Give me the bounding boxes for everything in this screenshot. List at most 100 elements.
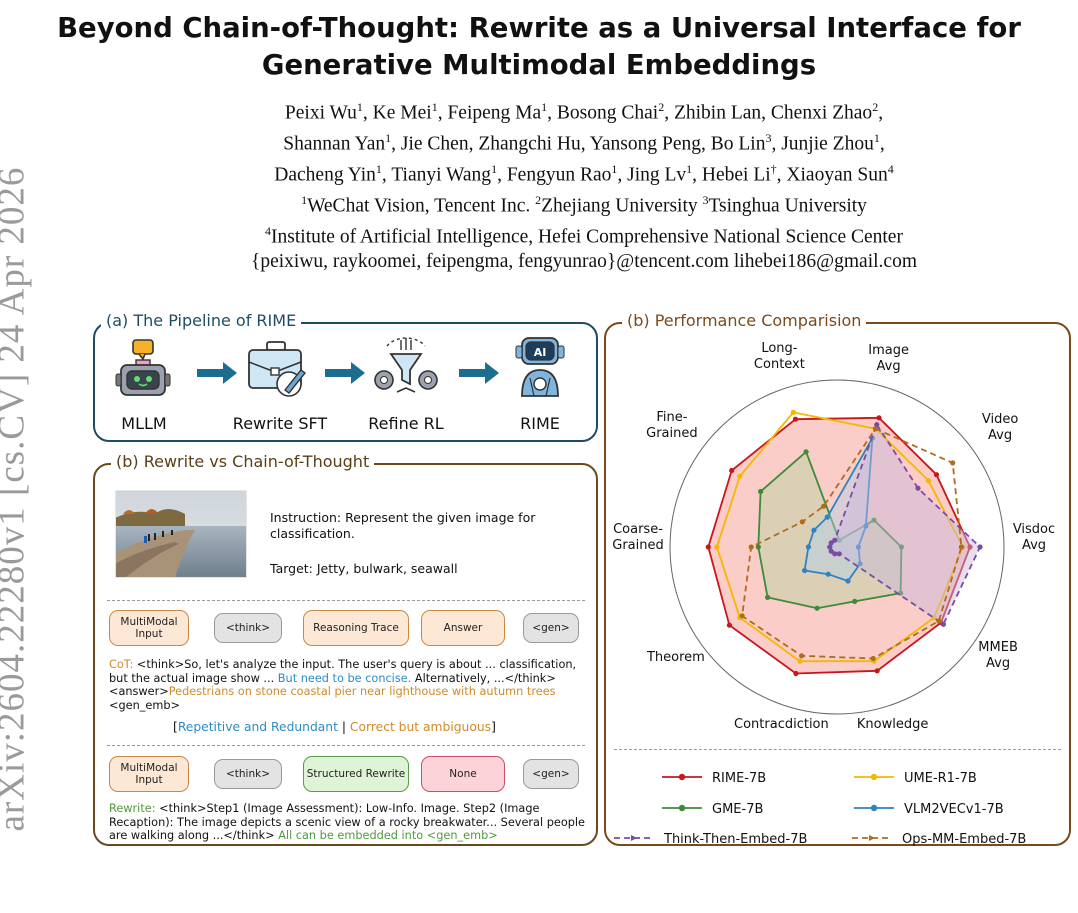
cot-text-part: Alternatively, ...</think><answer> [109,671,556,699]
arxiv-identifier: arXiv:2604.22280v1 [cs.CV] 24 Apr 2026 [0,166,33,832]
author-name: Junjie Zhou [781,133,874,155]
bracket: [ [173,720,178,734]
radar-series-layer [705,409,983,677]
affiliation-number: 1 [301,193,308,207]
radar-point [872,426,878,432]
affiliation-name: Tsinghua University [708,195,867,217]
radar-point [758,488,764,495]
pipeline-panel-title: (a) The Pipeline of RIME [101,311,302,330]
radar-point [845,578,851,584]
affiliation-name: Institute of Artificial Intelligence, He… [271,226,903,248]
cot-text-part: <think>So, let's analyze the input. The … [109,658,577,685]
step-label-refine-rl: Refine RL [368,414,444,433]
radar-point [799,519,805,525]
rewrite-example-text: Rewrite: <think>Step1 (Image Assessment)… [109,802,585,843]
performance-panel-title: (b) Performance Comparision [622,311,867,330]
radar-axis-label-line: MMEB [978,640,1018,655]
author-affiliation-marker: 4 [887,162,894,176]
radar-axis-label: Coarse-Grained [612,522,664,553]
ai-robot-icon: AI [515,337,565,397]
radar-axis-label: Knowledge [857,717,928,732]
arrow-icon [197,362,237,384]
radar-point [870,655,876,662]
author-affiliation-marker: 1 [686,162,693,176]
radar-point [824,514,830,520]
radar-axis-label-line: Theorem [646,650,705,665]
rewrite-vs-cot-panel: (b) Rewrite vs Chain-of-Thought Instruct… [93,452,598,846]
briefcase-pencil-icon [248,341,306,397]
radar-point [852,598,858,604]
radar-point [936,618,942,624]
author-affiliation-marker: 2 [658,100,665,114]
divider [614,749,1061,750]
author-name: Peixi Wu [284,102,357,124]
affiliation-line-2: 4Institute of Artificial Intelligence, H… [100,219,1068,250]
radar-axis-label-line: Image [868,343,909,358]
radar-axis-label-line: Knowledge [857,717,928,732]
cot-pill-think: <think> [214,613,282,643]
ai-label: AI [534,346,547,359]
radar-point [811,527,817,533]
title-line-1: Beyond Chain-of-Thought: Rewrite as a Un… [57,12,1021,44]
funnel-gears-icon [374,337,438,393]
radar-axis-label-line: Avg [877,359,901,374]
legend-marker [631,835,637,841]
radar-point [857,561,863,567]
affiliation-number: 4 [265,224,272,238]
radar-point [958,544,964,550]
rewrite-pill-multimodal-input: MultiModal Input [109,756,189,792]
radar-point [874,668,880,674]
radar-axis-label-line: Fine- [656,410,687,425]
rewrite-pill-none: None [421,756,505,792]
author-name: Dacheng Yin [274,164,376,186]
author-affiliation-marker: 1 [356,100,363,114]
legend-label: Think-Then-Embed-7B [663,832,807,846]
radar-axis-label-line: Avg [988,428,1012,443]
radar-point [748,544,754,550]
cot-pill-answer: Answer [421,610,505,646]
rewrite-label: Rewrite: [109,802,156,815]
radar-point [739,613,745,619]
radar-axis-label-line: Grained [612,538,664,553]
radar-point [977,544,983,550]
cot-pill-reasoning-trace: Reasoning Trace [303,610,409,646]
legend-marker [869,835,875,841]
radar-point [931,615,937,621]
author-affiliation-marker: 1 [611,162,618,176]
cot-text-answer: Pedestrians on stone coastal pier near l… [168,685,556,699]
radar-point [950,460,956,466]
legend-marker [678,804,686,812]
author-affiliation-marker: 1 [873,131,880,145]
radar-grid [669,379,1005,715]
cot-label: CoT: [109,658,134,671]
radar-axis-label: Contracdiction [734,717,829,732]
author-name: Feipeng Ma [447,102,542,124]
author-affiliation-marker: 2 [872,100,879,114]
radar-point [793,670,799,677]
radar-point [825,571,831,577]
affiliation-line-1: 1WeChat Vision, Tencent Inc. 2Zhejiang U… [100,188,1068,219]
radar-point [765,594,771,600]
author-affiliation-marker: 1 [375,162,382,176]
radar-point [803,449,809,455]
radar-point [925,478,931,484]
radar-point [714,544,720,550]
legend-marker [870,773,878,781]
radar-axis-label-line: Grained [646,426,698,441]
radar-axis-label-line: Video [982,412,1018,427]
author-name: Shannan Yan [283,133,386,155]
radar-point [915,485,921,491]
radar-point [832,537,838,543]
rewrite-text-embedded: All can be embedded into <gen_emb> [278,829,498,843]
author-name: Zhangchi Hu [478,133,581,155]
radar-point [871,517,877,523]
radar-axis-label-line: Avg [1022,538,1046,553]
legend-label: UME-R1-7B [904,771,977,786]
author-affiliation-marker: 3 [765,131,772,145]
radar-point [898,590,904,596]
radar-axis-label-line: Long- [761,341,797,356]
legend-label: RIME-7B [712,771,766,786]
radar-point [832,551,838,557]
